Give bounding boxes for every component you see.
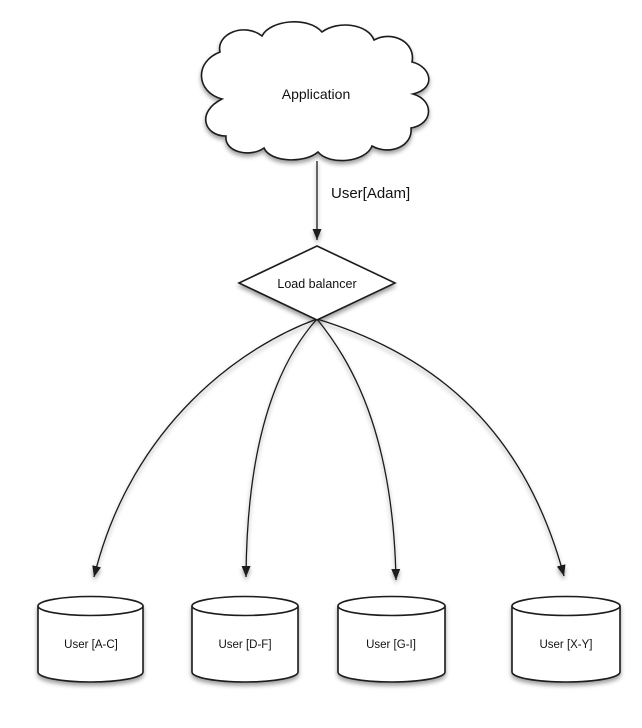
load-balancer-label: Load balancer xyxy=(277,277,356,291)
edge-lb-to-shard-gi xyxy=(316,318,401,581)
edge-lb-to-shard-ac xyxy=(92,318,318,578)
diamond-shape xyxy=(237,245,397,321)
shard-label-user-ac: User [A-C] xyxy=(64,639,118,651)
cylinder-shape-user-gi xyxy=(337,595,446,683)
cylinder-shape-user-df xyxy=(191,595,299,683)
cylinder-shape-user-ac xyxy=(37,595,144,683)
shard-label-user-xy: User [X-Y] xyxy=(539,639,592,651)
cylinder-shape-user-xy xyxy=(511,595,621,683)
cloud-shape xyxy=(200,21,430,162)
edge-label-user-adam: User[Adam] xyxy=(331,185,410,202)
shard-label-user-df: User [D-F] xyxy=(218,639,271,651)
edge-lb-to-shard-xy xyxy=(316,318,566,577)
application-label: Application xyxy=(282,86,351,102)
shard-label-user-gi: User [G-I] xyxy=(366,639,416,651)
edge-lb-to-shard-df xyxy=(241,318,318,578)
